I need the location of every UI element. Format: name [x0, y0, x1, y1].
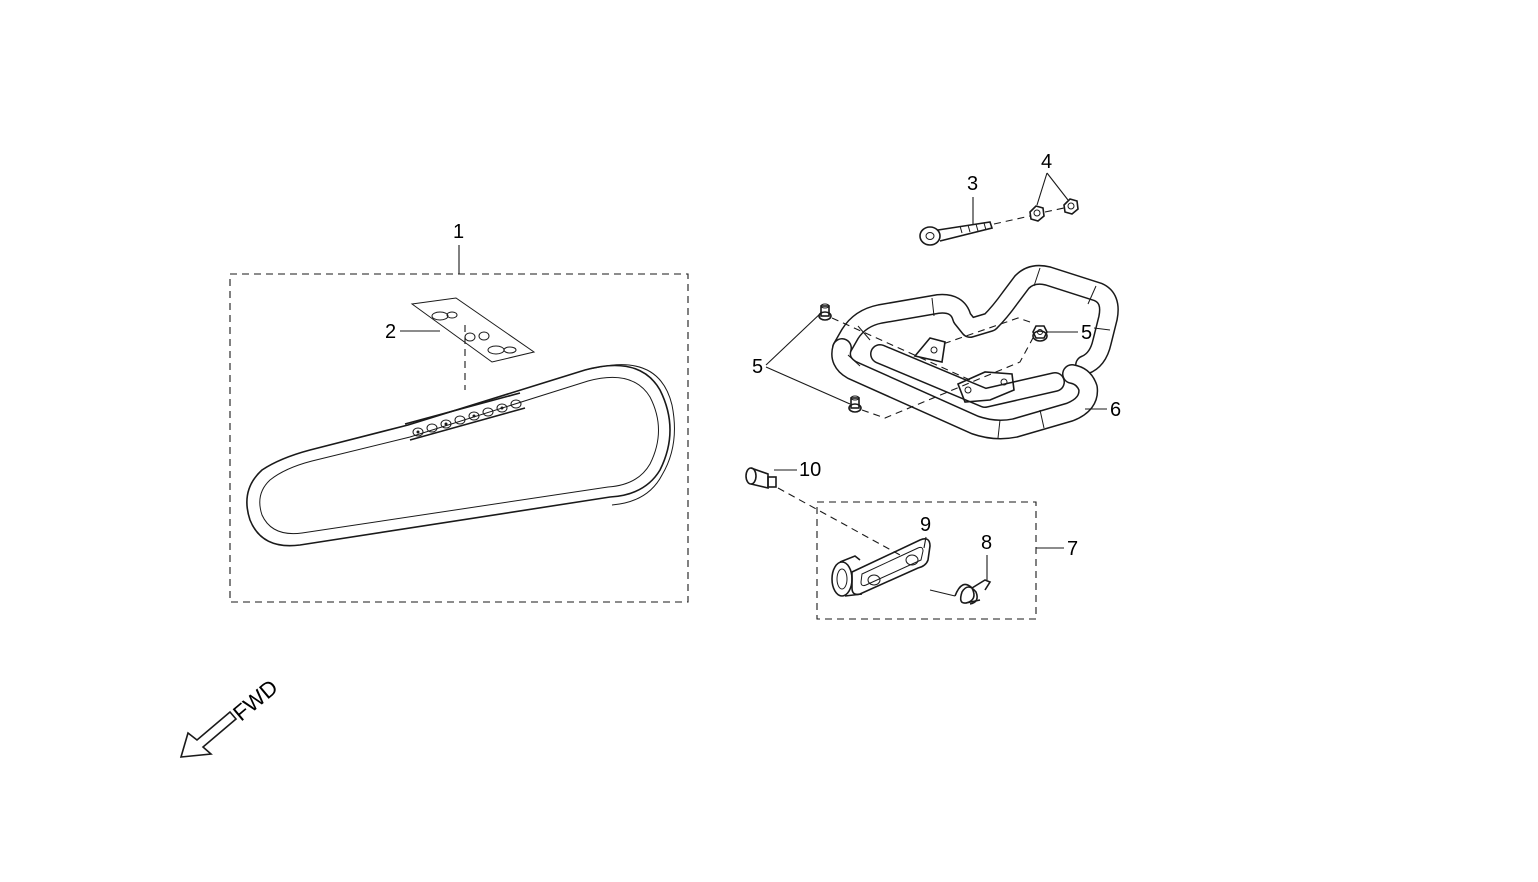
callout-1: 1 — [453, 221, 464, 243]
callout-7: 7 — [1067, 538, 1078, 560]
lock-nut-2[interactable] — [1063, 198, 1079, 215]
frame-group: 5 5 6 — [752, 264, 1121, 440]
drive-chain[interactable] — [246, 364, 675, 547]
foot-rest-frame[interactable] — [831, 264, 1119, 440]
callout-2: 2 — [385, 321, 396, 343]
callout-4: 4 — [1041, 151, 1052, 173]
tensioner-kit-box — [816, 501, 1037, 620]
flange-bolt-1[interactable] — [818, 303, 832, 321]
callout-5b: 5 — [1081, 322, 1092, 344]
forward-arrow-icon — [179, 710, 238, 758]
flange-bolt-2[interactable] — [848, 395, 862, 413]
flange-bolt-3[interactable] — [1032, 325, 1048, 342]
pivot-bolt[interactable] — [745, 467, 777, 490]
callout-6: 6 — [1110, 399, 1121, 421]
lock-nut-1[interactable] — [1029, 205, 1045, 222]
tension-spring[interactable] — [929, 579, 992, 605]
callout-9: 9 — [920, 514, 931, 536]
callout-5a: 5 — [752, 356, 763, 378]
master-link-kit[interactable] — [410, 297, 536, 390]
callout-8: 8 — [981, 532, 992, 554]
tensioner-group: 10 9 8 7 — [745, 459, 1078, 620]
callout-3: 3 — [967, 173, 978, 195]
chain-kit-group: 1 2 — [229, 221, 689, 603]
chain-kit-box — [229, 273, 689, 603]
forward-direction-indicator: FWD — [179, 674, 283, 758]
tensioner-arm[interactable] — [831, 538, 931, 597]
bolt-nut-group: 3 4 — [919, 151, 1079, 246]
callout-10: 10 — [799, 459, 821, 481]
chain-links — [404, 392, 526, 441]
eye-bolt[interactable] — [919, 221, 994, 246]
fwd-label: FWD — [228, 674, 282, 725]
